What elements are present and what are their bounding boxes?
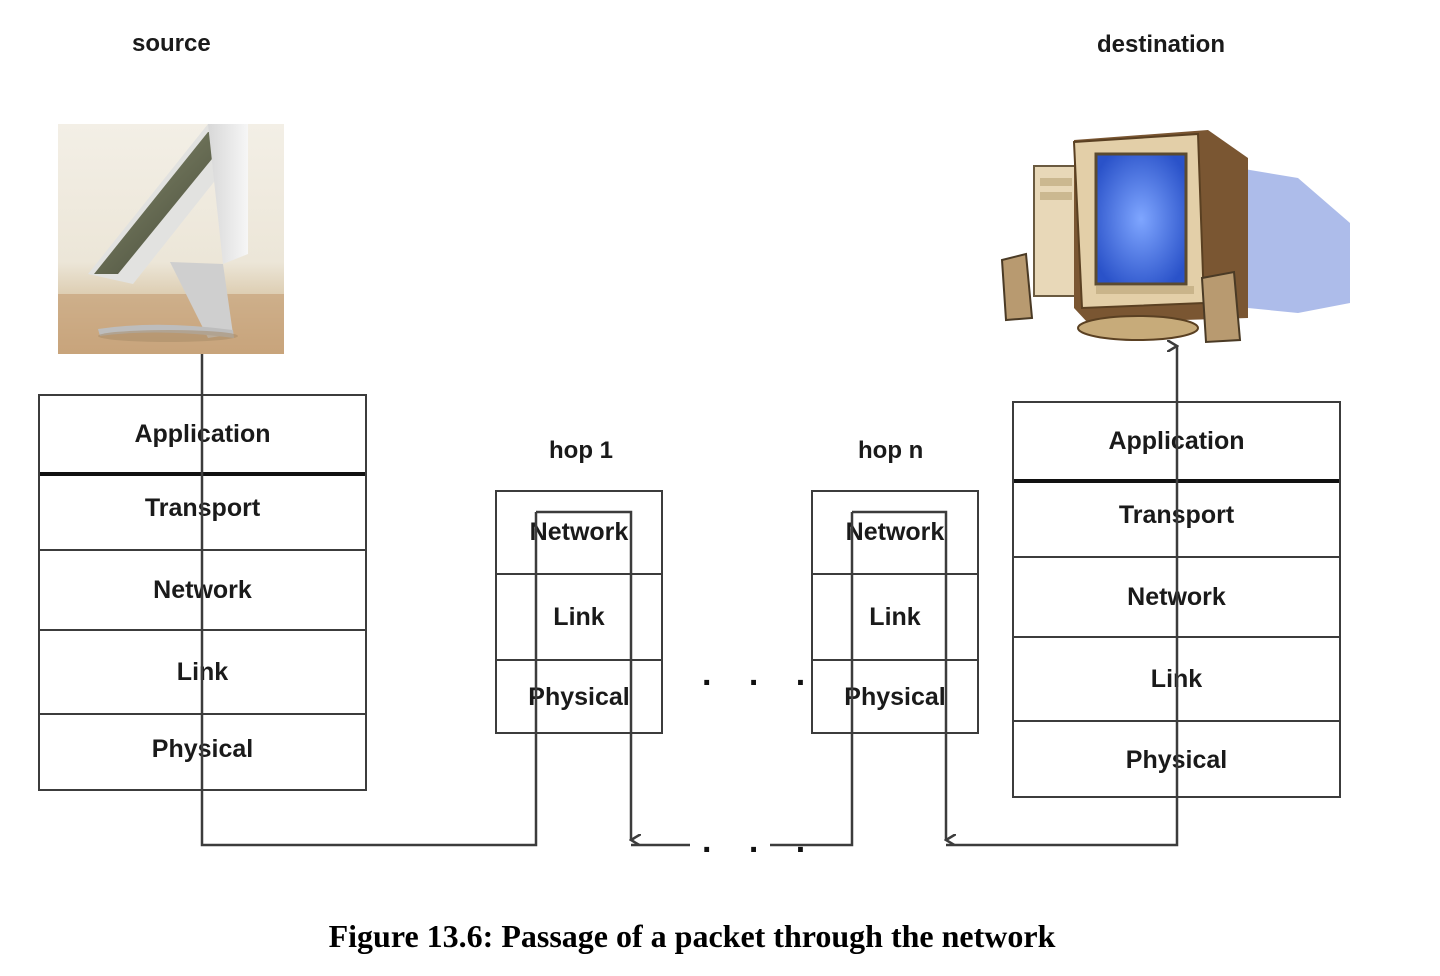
destination-protocol-stack: Application Transport Network Link Physi… [1012, 401, 1341, 798]
hopn-layer-network: Network [845, 518, 945, 546]
source-computer-image [58, 124, 284, 354]
destination-computer-image [998, 128, 1354, 348]
source-layer-network: Network [40, 549, 365, 629]
source-layer-transport: Transport [40, 472, 365, 549]
hops-ellipsis-middle: . . . [702, 655, 820, 693]
figure-caption: Figure 13.6: Passage of a packet through… [328, 918, 1056, 954]
hop1-layer-physical: Physical [497, 659, 661, 734]
hopn-layer-link: Link [813, 573, 977, 659]
destination-layer-network: Network [1014, 556, 1339, 636]
source-protocol-stack: Application Transport Network Link Physi… [38, 394, 367, 791]
destination-layer-application: Application [1108, 426, 1245, 455]
destination-layer-physical: Physical [1014, 720, 1339, 798]
destination-layer-transport: Transport [1014, 479, 1339, 556]
destination-layer-link: Link [1014, 636, 1339, 720]
source-label: source [132, 30, 211, 57]
destination-label: destination [1097, 31, 1226, 58]
hopn-label: hop n [858, 437, 924, 464]
source-layer-physical: Physical [40, 713, 365, 791]
hop1-label: hop 1 [549, 437, 613, 464]
source-layer-link: Link [40, 629, 365, 713]
hop1-layer-network: Network [529, 518, 629, 546]
hops-ellipsis-bottom: . . . [702, 822, 820, 860]
source-layer-application: Application [134, 419, 271, 448]
hopn-protocol-stack: Network Link Physical [811, 490, 979, 734]
hop1-protocol-stack: Network Link Physical [495, 490, 663, 734]
hop1-layer-link: Link [497, 573, 661, 659]
hopn-layer-physical: Physical [813, 659, 977, 734]
